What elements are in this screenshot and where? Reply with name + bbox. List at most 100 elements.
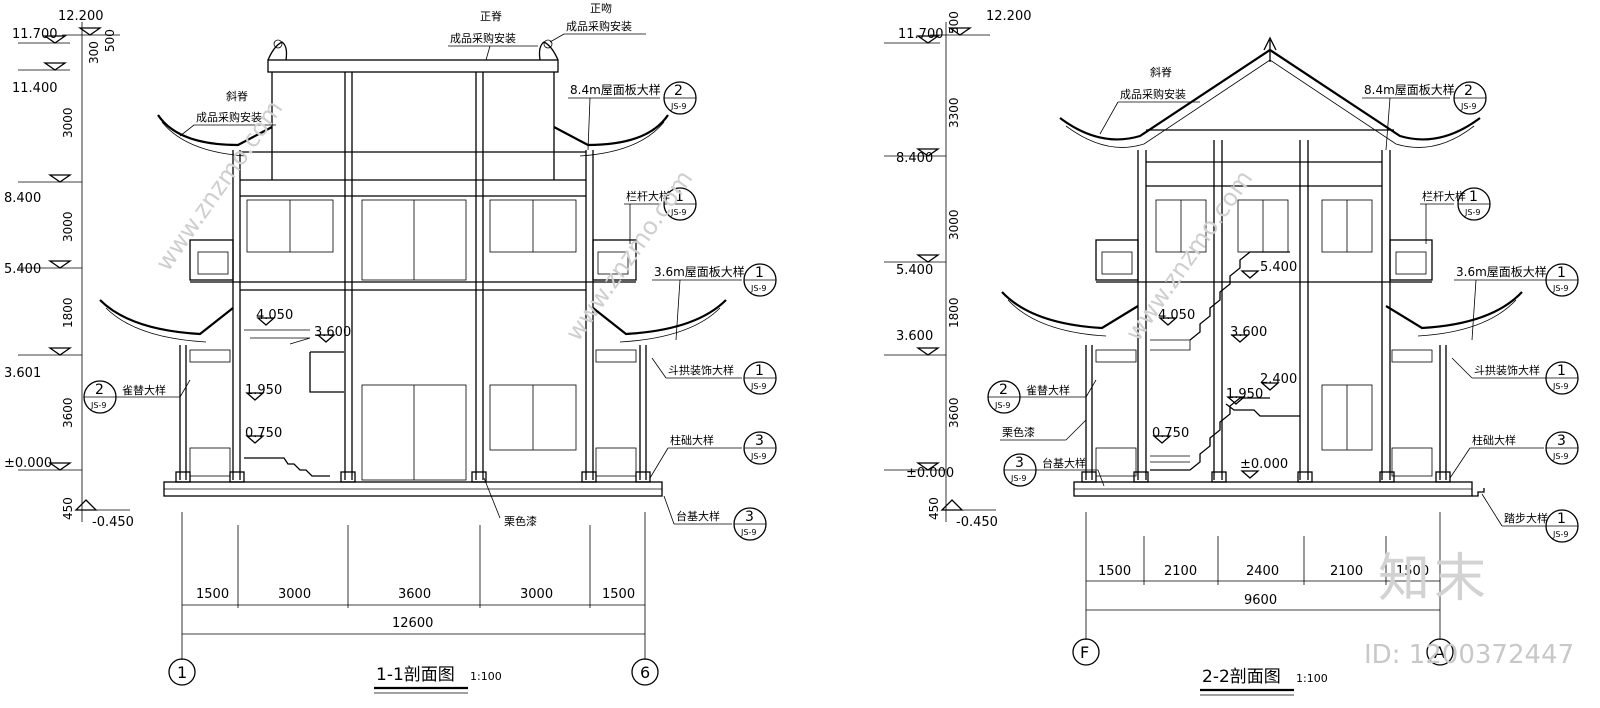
tag2-rail-ref: JS-9 (1464, 208, 1480, 217)
tag-roof-36-ref: JS-9 (750, 284, 766, 293)
elev2-5400: 5.400 (896, 263, 933, 278)
note-bracket: 斗拱装饰大样 (668, 363, 734, 377)
tag2-bracket-num: 1 (1557, 363, 1566, 379)
lvl-dim-3000b: 3000 (61, 211, 75, 242)
note2-bracket: 斗拱装饰大样 (1474, 363, 1540, 377)
note2-rail: 栏杆大样 (1422, 189, 1466, 203)
elev-11400: 11.400 (12, 81, 58, 96)
elev-0000: ±0.000 (4, 456, 52, 471)
watermark-brand: 知末 (1378, 549, 1491, 609)
tag-plinth-num: 3 (755, 433, 764, 449)
dim-bay-3: 3600 (398, 587, 431, 602)
tag2-plinth-ref: JS-9 (1552, 452, 1568, 461)
inner2-2400: 2.400 (1260, 372, 1297, 387)
note-rail: 栏杆大样 (626, 189, 670, 203)
section-2-2: 12.200 11.700 8.400 5.400 3.600 ±0.000 -… (884, 9, 1579, 696)
inner2-3600: 3.600 (1230, 325, 1267, 340)
tag-rail-ref: JS-9 (670, 208, 686, 217)
inner2-5400: 5.400 (1260, 260, 1297, 275)
dim2-bay-5: 1500 (1396, 564, 1429, 579)
note-ridge-end-buy: 成品采购安装 (566, 19, 632, 33)
lvl-dim-1800: 1800 (61, 297, 75, 328)
note-ridge-end: 正吻 (590, 2, 612, 15)
scale-2-2: 1:100 (1296, 672, 1328, 685)
note2-hip-buy: 成品采购安装 (1120, 87, 1186, 101)
inner-3600: 3.600 (314, 325, 351, 340)
tag2-sparrow-num: 2 (999, 382, 1008, 398)
lvl2-dim-1800: 1800 (947, 297, 961, 328)
building-1: 4.050 3.600 1.950 0.750 (99, 39, 727, 497)
axis-f: F (1080, 643, 1089, 662)
lvl2-dim-3600: 3600 (947, 397, 961, 428)
title-2-2: 2-2剖面图 (1202, 667, 1281, 687)
dim-total: 12600 (392, 616, 433, 631)
tag2-roof-36-num: 1 (1557, 265, 1566, 281)
notes-2: 斜脊 成品采购安装 8.4m屋面板大样 2 JS-9 栏杆大样 1 JS-9 3… (987, 65, 1579, 543)
note2-plinth: 柱础大样 (1472, 433, 1516, 447)
tag2-bracket-ref: JS-9 (1552, 382, 1568, 391)
lvl-dim-450: 450 (61, 497, 75, 520)
note2-roof-36: 3.6m屋面板大样 (1456, 264, 1547, 279)
inner-1950: 1.950 (245, 383, 282, 398)
lvl-dim-500: 500 (103, 29, 117, 52)
note-plinth: 柱础大样 (670, 433, 714, 447)
tag2-roof-84-ref: JS-9 (1460, 102, 1476, 111)
building-2: 5.400 4.050 3.600 2.400 1.950 0.750 ±0.0… (1001, 36, 1523, 497)
lvl2-dim-450: 450 (927, 497, 941, 520)
inner2-4050: 4.050 (1158, 308, 1195, 323)
note-roof-84: 8.4m屋面板大样 (570, 82, 661, 97)
inner-4050: 4.050 (256, 308, 293, 323)
tag-bracket-num: 1 (755, 363, 764, 379)
dimensions-2: 1500 2100 2400 2100 1500 9600 F A (1072, 512, 1454, 666)
dim-bay-1: 1500 (196, 587, 229, 602)
inner2-0000: ±0.000 (1240, 457, 1288, 472)
dim2-bay-2: 2100 (1164, 564, 1197, 579)
level-scale-2: 12.200 11.700 8.400 5.400 3.600 ±0.000 -… (884, 9, 1032, 530)
elev-3601: 3.601 (4, 366, 41, 381)
dim-bay-4: 3000 (520, 587, 553, 602)
tag2-base-ref: JS-9 (1010, 474, 1026, 483)
dimensions-1: 1500 3000 3600 3000 1500 12600 1 6 (168, 512, 659, 686)
note-lacquer: 栗色漆 (504, 514, 537, 528)
tag2-roof-84-num: 2 (1464, 83, 1473, 99)
elev-5400: 5.400 (4, 262, 41, 277)
elev-8400: 8.400 (4, 191, 41, 206)
lvl2-dim-500: 500 (947, 11, 961, 34)
lvl-dim-3600: 3600 (61, 397, 75, 428)
lvl2-dim-3300: 3300 (947, 97, 961, 128)
dim2-bay-1: 1500 (1098, 564, 1131, 579)
note2-hip: 斜脊 (1150, 65, 1172, 79)
tag2-roof-36-ref: JS-9 (1552, 284, 1568, 293)
tag-roof-84-ref: JS-9 (670, 102, 686, 111)
tag-plinth-ref: JS-9 (750, 452, 766, 461)
note-hip-buy: 成品采购安装 (196, 110, 262, 124)
tag-base-num: 3 (745, 509, 754, 525)
note2-base: 台基大样 (1042, 456, 1086, 470)
elev2-11700: 11.700 (898, 27, 944, 42)
tag-base-ref: JS-9 (740, 528, 756, 537)
note-ridge-buy: 成品采购安装 (450, 31, 516, 45)
section-1-1: 12.200 11.700 11.400 8.400 5.400 3.601 ±… (4, 2, 777, 694)
lvl2-dim-3000: 3000 (947, 209, 961, 240)
tag2-step-num: 1 (1557, 511, 1566, 527)
lvl-dim-300: 300 (87, 41, 101, 64)
dim2-bay-3: 2400 (1246, 564, 1279, 579)
scale-1-1: 1:100 (470, 670, 502, 683)
axis-a: A (1434, 643, 1445, 662)
inner-0750: 0.750 (245, 426, 282, 441)
elev-11700: 11.700 (12, 27, 58, 42)
note-roof-36: 3.6m屋面板大样 (654, 264, 745, 279)
inner2-0750: 0.750 (1152, 426, 1189, 441)
elev2-3600: 3.600 (896, 329, 933, 344)
watermark-id: ID: 1200372447 (1364, 640, 1575, 670)
inner2-1950: 1.950 (1226, 387, 1263, 402)
axis-1: 1 (177, 663, 187, 682)
dim-bay-2: 3000 (278, 587, 311, 602)
note2-roof-84: 8.4m屋面板大样 (1364, 82, 1455, 97)
tag-sparrow-ref: JS-9 (90, 401, 106, 410)
title-1-1: 1-1剖面图 (376, 665, 455, 685)
note-base: 台基大样 (676, 509, 720, 523)
tag2-plinth-num: 3 (1557, 433, 1566, 449)
note-hip: 斜脊 (226, 89, 248, 103)
